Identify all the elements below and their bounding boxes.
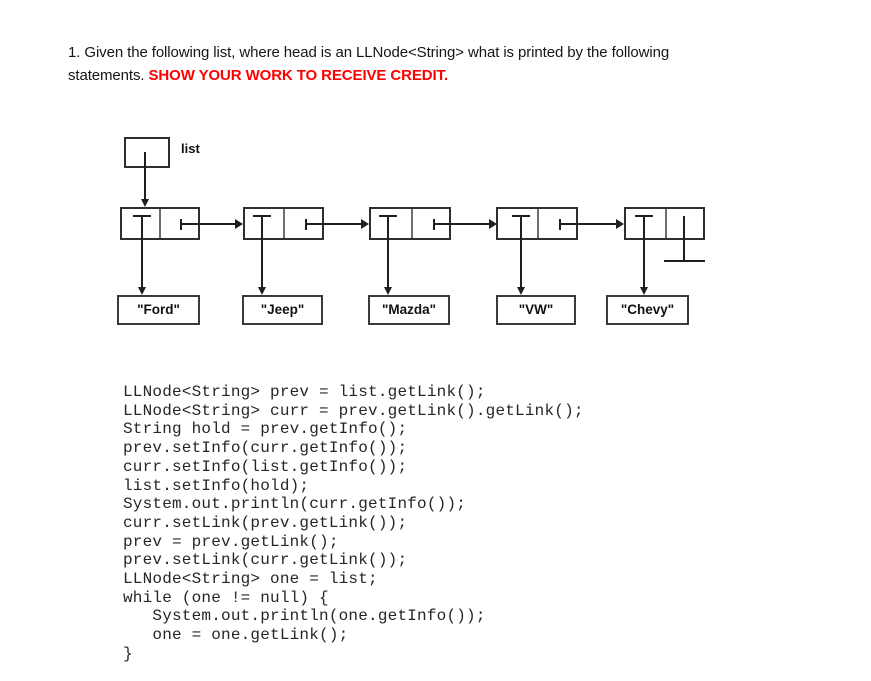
question-line2: statements. SHOW YOUR WORK TO RECEIVE CR… bbox=[68, 64, 669, 87]
node-cell-divider bbox=[283, 209, 285, 238]
null-ground-icon bbox=[664, 260, 705, 262]
link-line-3 bbox=[434, 223, 490, 225]
node-value-label: "Ford" bbox=[137, 302, 180, 317]
question-line1: 1. Given the following list, where head … bbox=[68, 44, 670, 61]
question-text: 1. Given the following list, where head … bbox=[68, 41, 669, 87]
null-line bbox=[683, 216, 685, 261]
info-arrow-3 bbox=[384, 287, 392, 295]
info-arrow-5 bbox=[640, 287, 648, 295]
node-value-label: "Chevy" bbox=[620, 302, 675, 317]
info-line-4 bbox=[520, 216, 522, 287]
node-value-label: "VW" bbox=[518, 302, 554, 317]
link-line-1 bbox=[181, 223, 236, 225]
info-arrow-1 bbox=[138, 287, 146, 295]
info-line-2 bbox=[261, 216, 263, 287]
node-value-box-2: "Jeep" bbox=[242, 295, 323, 325]
link-line-4 bbox=[560, 223, 617, 225]
head-pointer-label: list bbox=[181, 141, 200, 156]
info-line-5 bbox=[643, 216, 645, 287]
node-value-box-3: "Mazda" bbox=[368, 295, 450, 325]
node-cell-divider bbox=[411, 209, 413, 238]
link-arrow-3 bbox=[489, 219, 497, 229]
head-pointer-box bbox=[124, 137, 170, 168]
node-value-label: "Mazda" bbox=[381, 302, 437, 317]
node-cell-divider bbox=[665, 209, 667, 238]
info-line-1 bbox=[141, 216, 143, 287]
node-value-label: "Jeep" bbox=[260, 302, 305, 317]
code-block: LLNode<String> prev = list.getLink(); LL… bbox=[123, 383, 584, 663]
node-box-5 bbox=[624, 207, 705, 240]
link-arrow-2 bbox=[361, 219, 369, 229]
info-line-3 bbox=[387, 216, 389, 287]
head-pointer-arrow bbox=[141, 199, 149, 207]
node-cell-divider bbox=[159, 209, 161, 238]
node-value-box-5: "Chevy" bbox=[606, 295, 689, 325]
node-value-box-4: "VW" bbox=[496, 295, 576, 325]
link-arrow-1 bbox=[235, 219, 243, 229]
info-arrow-4 bbox=[517, 287, 525, 295]
node-cell-divider bbox=[537, 209, 539, 238]
link-arrow-4 bbox=[616, 219, 624, 229]
node-value-box-1: "Ford" bbox=[117, 295, 200, 325]
credit-warning-text: SHOW YOUR WORK TO RECEIVE CREDIT. bbox=[148, 67, 449, 84]
question-line2-prefix: statements. bbox=[68, 67, 149, 84]
info-arrow-2 bbox=[258, 287, 266, 295]
head-pointer-line bbox=[144, 152, 146, 200]
link-line-2 bbox=[306, 223, 362, 225]
